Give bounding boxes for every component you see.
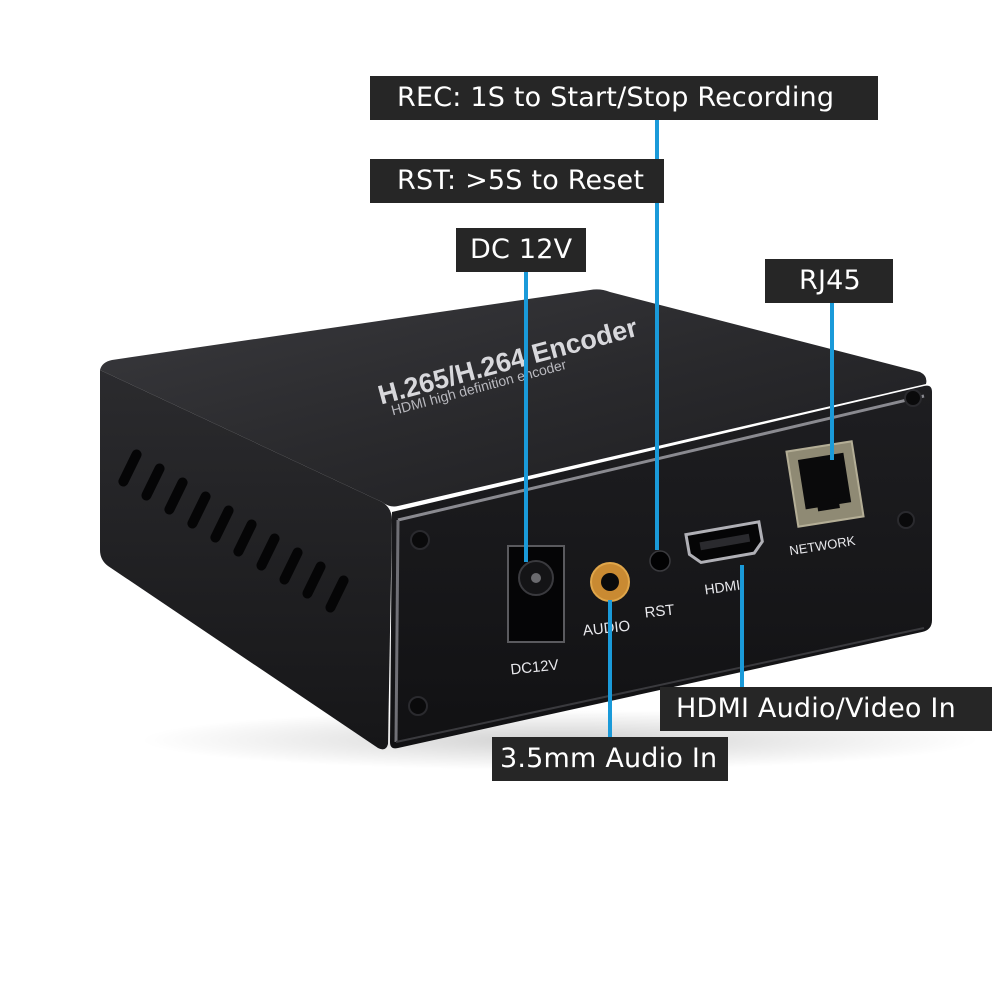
dc-jack: [507, 545, 565, 643]
callout-rj45: RJ45: [765, 259, 893, 303]
top-face: [100, 289, 927, 507]
rst-hole: [649, 550, 671, 572]
screws: [408, 389, 922, 716]
leader-line-rj45: [830, 302, 834, 460]
callout-audio: 3.5mm Audio In: [492, 737, 728, 781]
callout-hdmi: HDMI Audio/Video In: [660, 687, 992, 731]
callout-dc: DC 12V: [456, 228, 586, 272]
audio-port-label: AUDIO: [582, 618, 631, 640]
front-bevel: [397, 394, 925, 522]
callout-rec: REC: 1S to Start/Stop Recording: [370, 76, 878, 120]
leader-line-audio: [608, 600, 612, 738]
leader-line-hdmi: [740, 565, 744, 687]
rj45-port: [785, 440, 865, 528]
hdmi-port: [684, 520, 764, 565]
rst-port-label: RST: [644, 602, 676, 622]
callout-rst: RST: >5S to Reset: [370, 159, 664, 203]
side-face: [100, 370, 392, 750]
dc-port-label: DC12V: [510, 657, 560, 679]
leader-line-rec: [655, 120, 659, 550]
audio-jack: [590, 562, 630, 602]
leader-line-dc: [524, 272, 528, 562]
side-vents: [118, 449, 349, 613]
hdmi-port-label: HDMI: [703, 577, 741, 598]
